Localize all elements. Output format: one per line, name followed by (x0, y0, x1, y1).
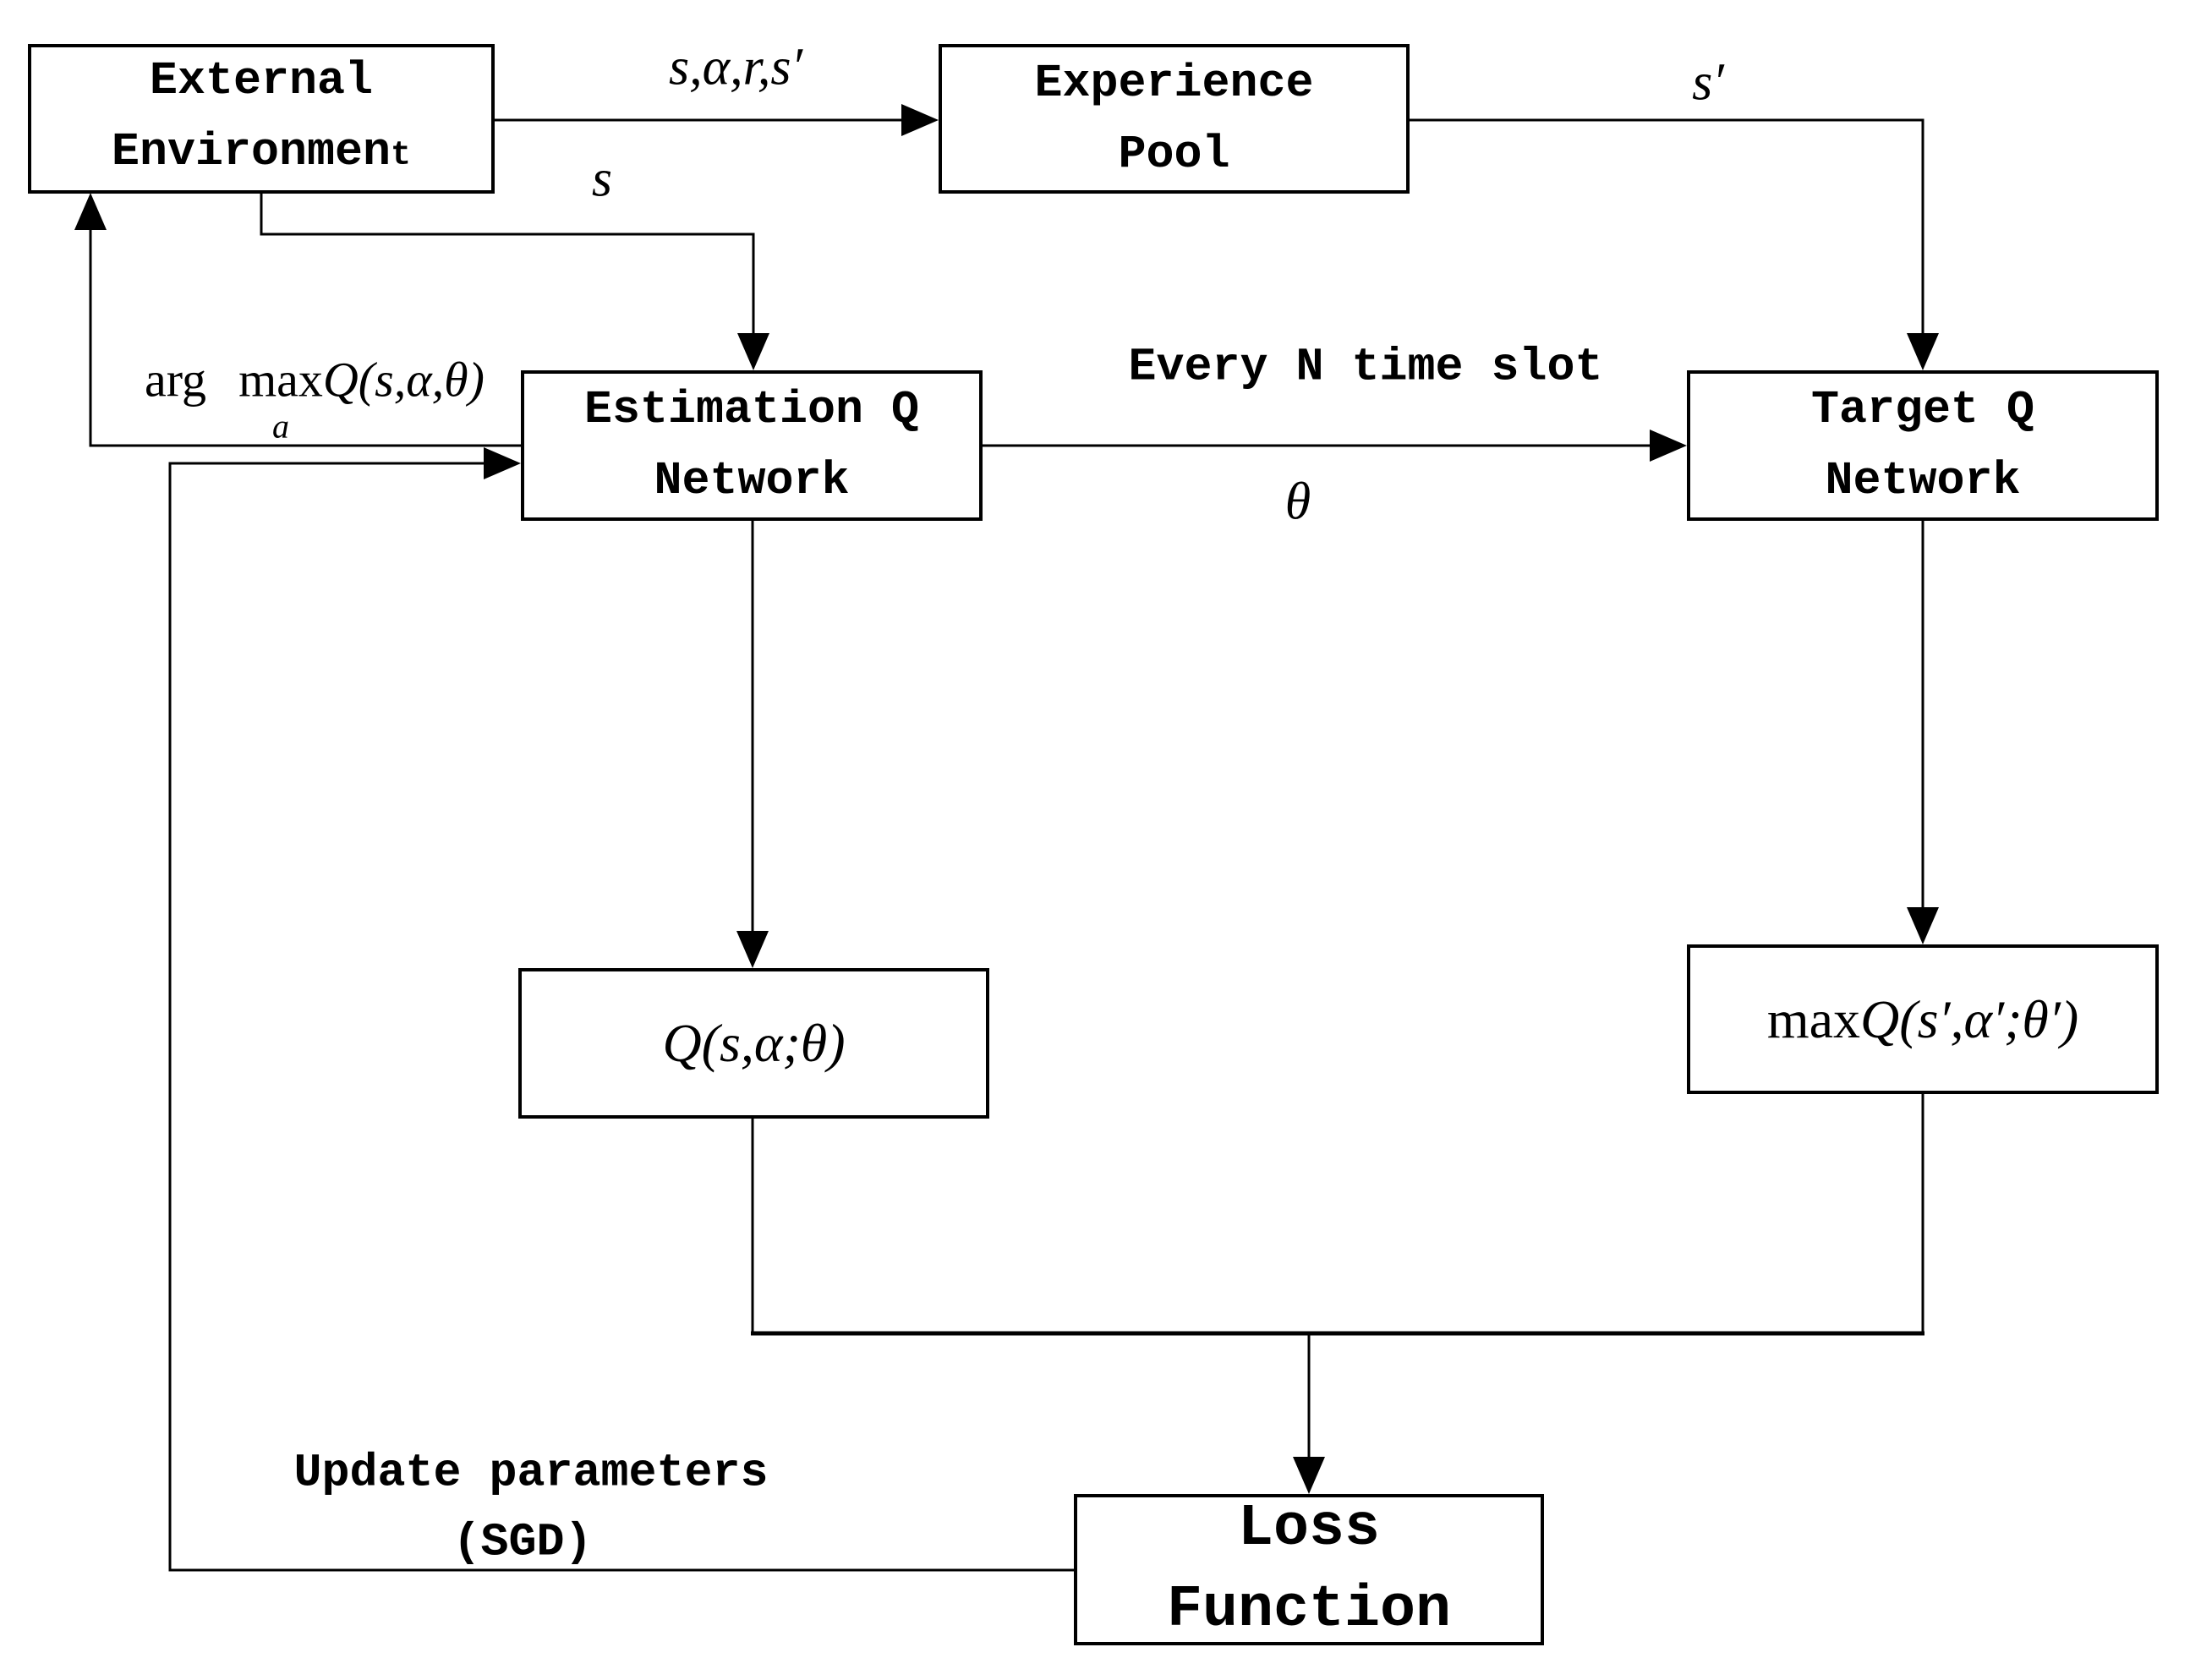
argmax-arg: arg (145, 352, 207, 408)
label-update-parameters: Update parameters (293, 1446, 769, 1500)
edge-pool-to-target (1410, 118, 1924, 338)
label-state: s (591, 150, 613, 208)
arrowhead-into-target-left-icon (1650, 430, 1687, 462)
arrowhead-into-qvalue-icon (736, 931, 769, 968)
q-value-formula: Q(s,α;θ) (662, 1013, 846, 1073)
node-label-line2: Network (654, 454, 850, 507)
node-label-line2: Network (1825, 454, 2021, 507)
edge-estimation-to-env (89, 225, 521, 447)
label-sync-param-theta: θ (1284, 473, 1311, 531)
max-q-formula: maxQ(s′,α′;θ′) (1766, 988, 2079, 1049)
node-max-q-value: maxQ(s′,α′;θ′) (1687, 944, 2159, 1094)
node-q-value: Q(s,α;θ) (518, 968, 989, 1119)
node-loss-function: Loss Function (1074, 1494, 1544, 1645)
arrowhead-into-pool-icon (901, 104, 939, 136)
node-label-line1: Experience (1034, 56, 1314, 110)
node-label-small-t: t (391, 137, 412, 175)
arrowhead-into-estimation-left-icon (484, 447, 521, 479)
node-label-line1: Target Q (1810, 383, 2035, 436)
node-label-line2: Function (1166, 1576, 1452, 1644)
node-experience-pool: Experience Pool (939, 44, 1410, 194)
node-label-line2: Environment (111, 125, 412, 178)
label-argmax-action: arg max a Q(s,α,θ) (145, 352, 485, 444)
label-next-state: s′ (1692, 53, 1724, 112)
arrowhead-into-maxq-icon (1907, 907, 1939, 944)
label-transition-tuple: s,α,r,s′ (668, 38, 803, 96)
node-target-q-network: Target Q Network (1687, 370, 2159, 521)
argmax-max: max a (238, 352, 323, 446)
argmax-expression: Q(s,α,θ) (322, 352, 485, 408)
edge-loss-to-estimation (168, 462, 1074, 1572)
node-label-line1: Loss (1237, 1495, 1381, 1562)
edge-env-to-estimation (260, 193, 755, 338)
node-external-environment: External Environment (28, 44, 495, 194)
arrowhead-into-estimation-top-icon (737, 333, 769, 370)
node-label-line2: Pool (1118, 127, 1230, 181)
label-sync-period: Every N time slot (1128, 340, 1603, 394)
label-sgd: (SGD) (452, 1515, 593, 1569)
node-estimation-q-network: Estimation Q Network (521, 370, 983, 521)
arrowhead-into-env-bottom-icon (74, 193, 107, 230)
arrowhead-into-target-top-icon (1907, 333, 1939, 370)
argmax-subscript: a (271, 407, 289, 446)
node-label-line1: Estimation Q (583, 383, 920, 436)
node-label-line1: External (149, 54, 374, 107)
arrowhead-into-loss-icon (1293, 1457, 1325, 1494)
